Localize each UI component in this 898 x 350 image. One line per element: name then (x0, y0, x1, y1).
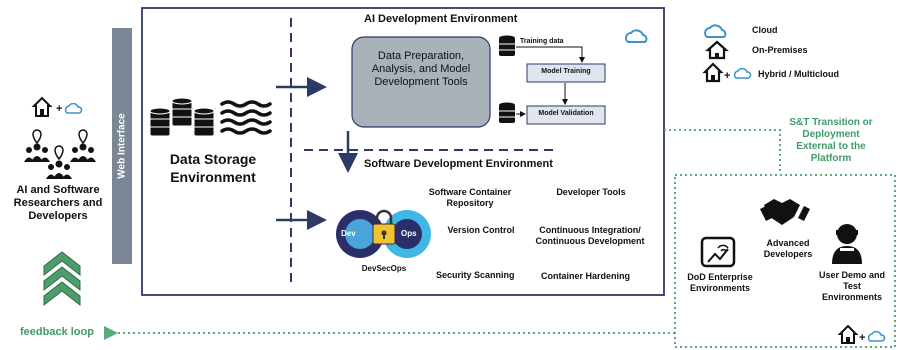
hybrid-icon-left: + (31, 96, 83, 117)
devsecops-ops-text: Ops (401, 229, 417, 238)
training-data-db-icon (499, 35, 515, 56)
software-dev-title: Software Development Environment (364, 158, 553, 170)
dod-environments-label: DoD Enterprise Environments (687, 272, 753, 293)
feedback-chevrons-icon (43, 251, 81, 307)
arrow-training-data (516, 46, 585, 63)
devsecops-label: DevSecOps (361, 264, 407, 273)
tools-label: Data Preparation, Analysis, and Model De… (371, 50, 471, 88)
external-box (674, 174, 896, 348)
software-item: Security Scanning (436, 270, 515, 280)
svg-text:+: + (724, 70, 730, 82)
feedback-loop-label: feedback loop (20, 326, 94, 338)
model-training-box (526, 63, 606, 83)
training-data-label: Training data (520, 38, 564, 45)
software-item: Software Container Repository (428, 187, 512, 208)
svg-text:+: + (859, 332, 865, 344)
data-storage-label: Data Storage Environment (169, 151, 257, 185)
svg-text:+: + (56, 103, 62, 115)
database-icon (149, 97, 215, 137)
legend-hybrid-icon: + (702, 62, 752, 83)
devsecops-dev-text: Dev (341, 229, 356, 238)
software-item: Developer Tools (556, 187, 626, 197)
data-stream-icon (220, 100, 272, 135)
web-interface-bar (112, 28, 132, 264)
legend-home-icon (705, 40, 729, 60)
model-training-label: Model Training (541, 68, 591, 75)
dod-environment-icon (700, 236, 736, 268)
model-validation-label: Model Validation (538, 110, 594, 117)
legend-hybrid-label: Hybrid / Multicloud (758, 69, 839, 79)
hybrid-icon-external: + (837, 324, 886, 344)
advanced-developers-label: Advanced Developers (763, 238, 813, 259)
researchers-people-icon (24, 129, 96, 179)
handshake-icon (760, 199, 810, 225)
software-item: Container Hardening (541, 271, 631, 281)
user-demo-icon (832, 224, 862, 264)
cloud-icon-platform (625, 29, 648, 43)
transition-label: S&T Transition or Deployment External to… (782, 117, 880, 165)
web-interface-label: Web Interface (116, 113, 128, 179)
transition-connector (664, 129, 781, 174)
validation-db-icon (499, 102, 515, 123)
devsecops-logo-icon (336, 209, 431, 258)
researchers-label: AI and Software Researchers and Develope… (13, 184, 103, 222)
software-item: Continuous Integration/ Continuous Devel… (535, 225, 645, 246)
legend-cloud-label: Cloud (752, 25, 778, 35)
user-demo-label: User Demo and Test Environments (818, 270, 886, 302)
legend-on-premises-label: On-Premises (752, 45, 808, 55)
software-item: Version Control (447, 225, 515, 235)
legend-cloud-icon (704, 24, 727, 38)
model-validation-box (526, 105, 606, 125)
ai-dev-title: AI Development Environment (364, 13, 518, 25)
tools-box (351, 36, 491, 128)
